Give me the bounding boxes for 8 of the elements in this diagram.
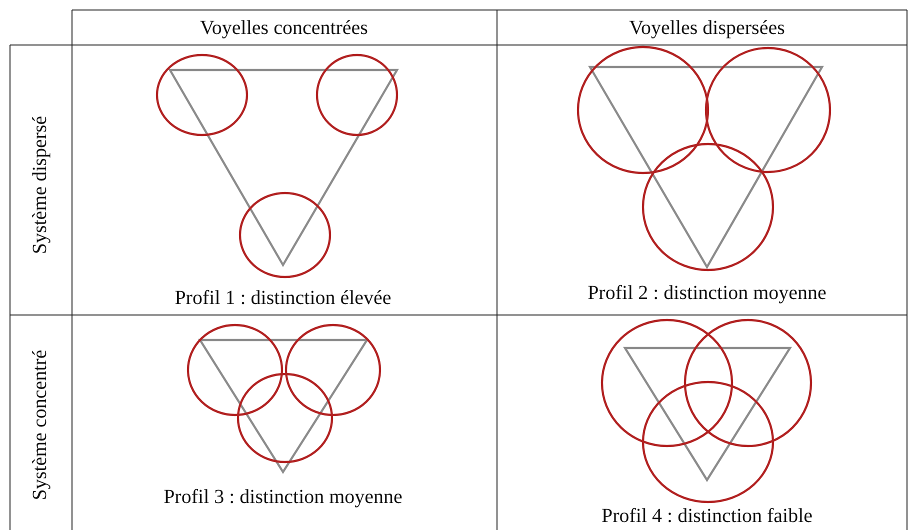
profile-caption: Profil 4 : distinction faible (601, 506, 813, 526)
column-header: Voyelles dispersées (629, 18, 785, 38)
row-header: Système concentré (30, 350, 50, 500)
profile-caption: Profil 3 : distinction moyenne (164, 487, 402, 507)
column-header: Voyelles concentrées (200, 18, 368, 38)
profile-caption: Profil 2 : distinction moyenne (588, 283, 826, 303)
row-header: Système dispersé (30, 116, 50, 254)
profile-caption: Profil 1 : distinction élevée (174, 288, 392, 308)
